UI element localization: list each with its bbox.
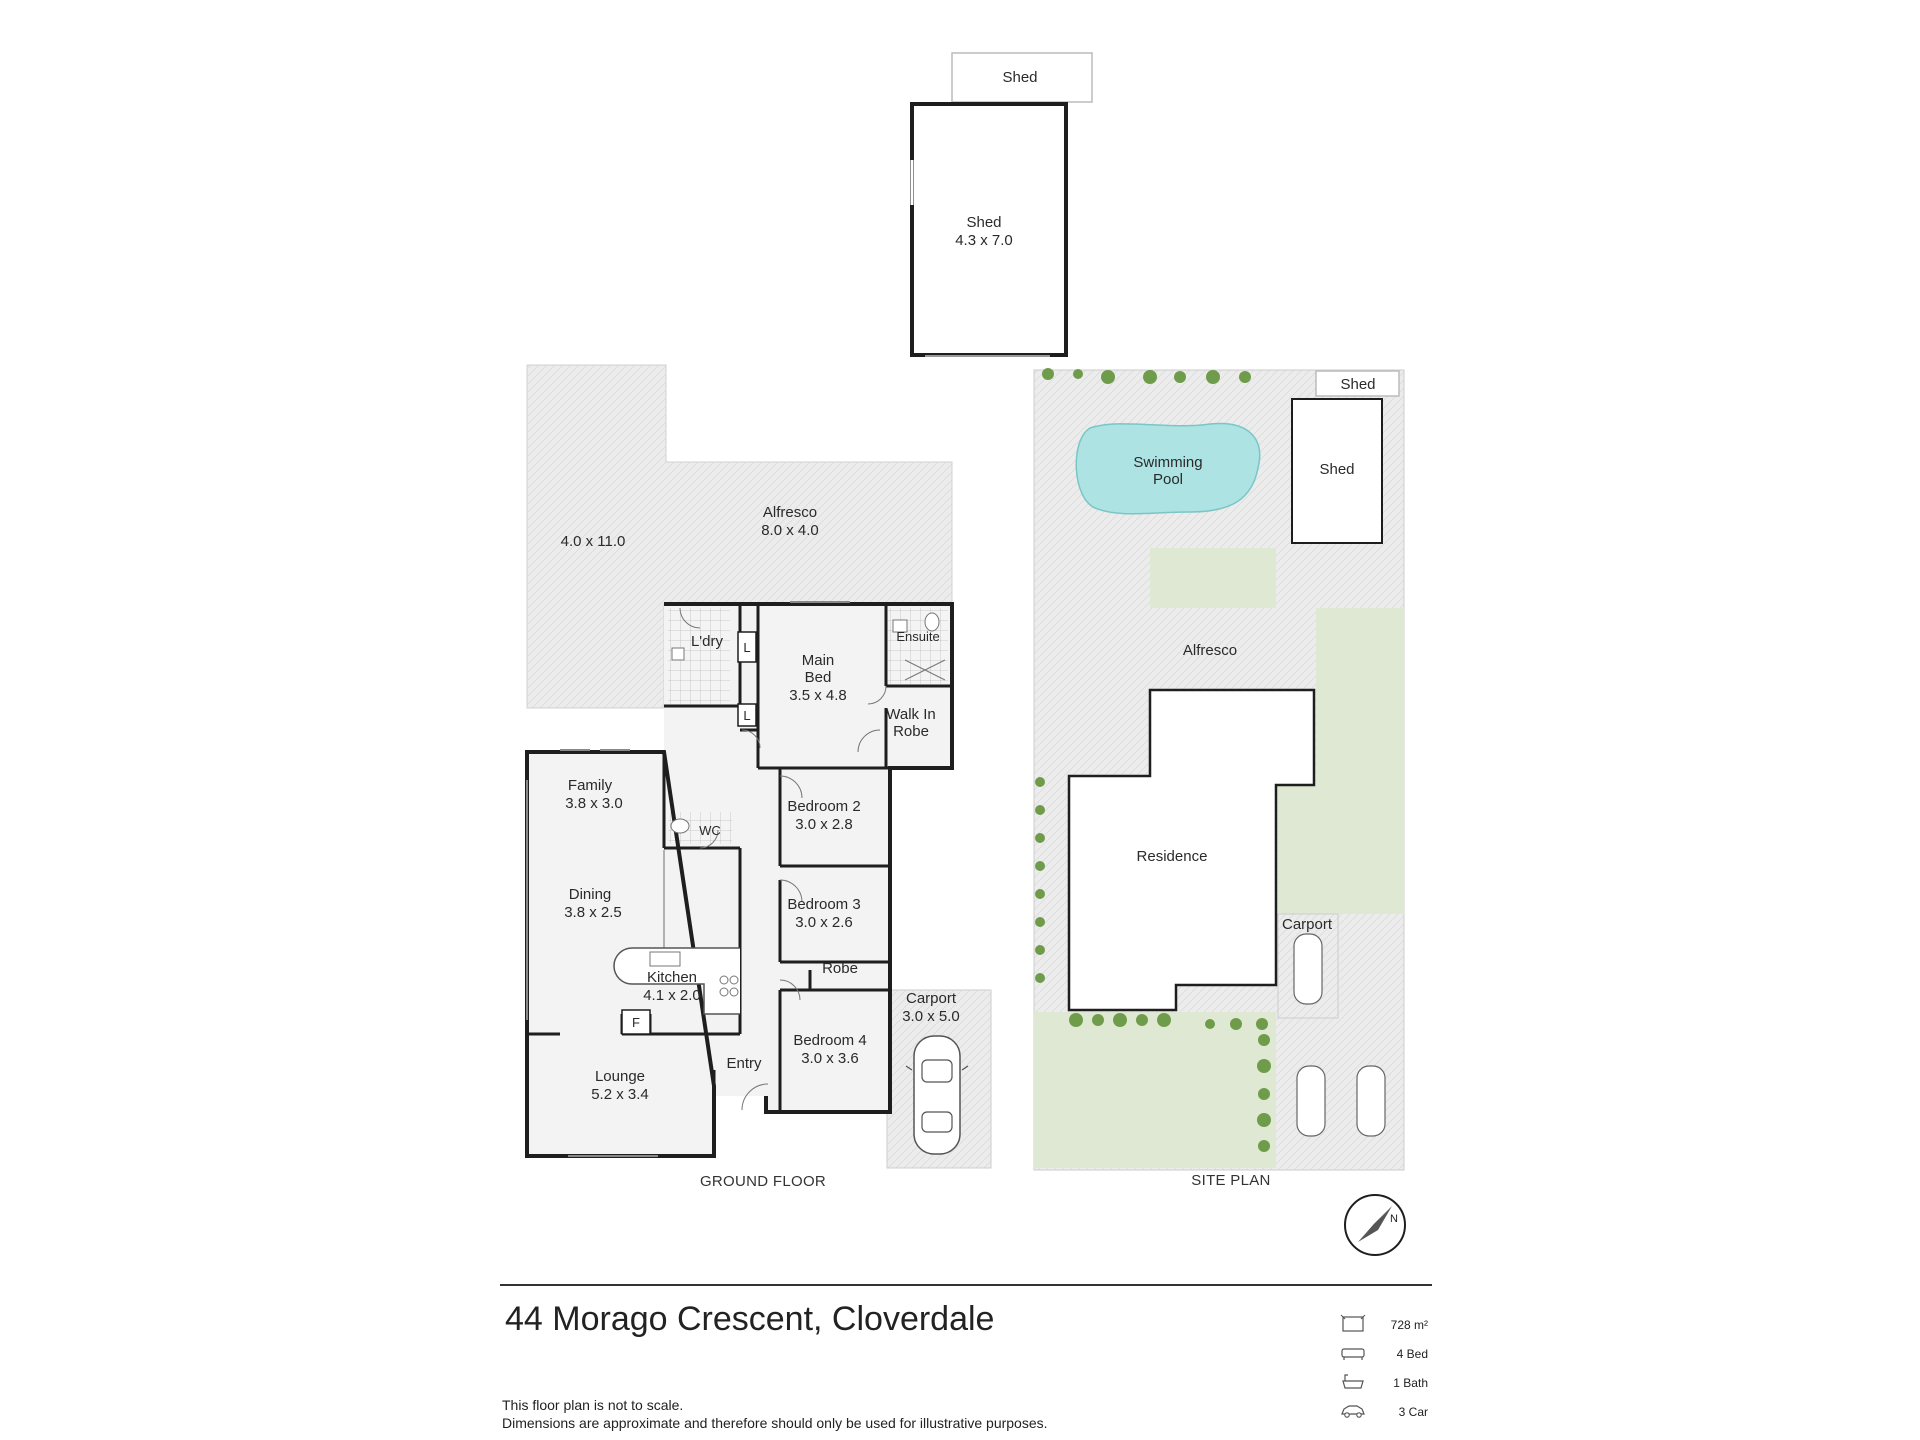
property-stats: 728 m² 4 Bed 1 Bath 3 Car xyxy=(1328,1310,1428,1426)
site-label: Swimming xyxy=(1133,454,1202,471)
room-size: 3.0 x 2.6 xyxy=(795,914,853,931)
room-size: 3.8 x 3.0 xyxy=(565,795,623,812)
stat-value: 728 m² xyxy=(1390,1317,1428,1332)
stat-bed: 4 Bed xyxy=(1328,1339,1428,1368)
room-label: Shed xyxy=(966,214,1001,231)
linen-marker: L xyxy=(743,640,750,655)
stat-car: 3 Car xyxy=(1328,1397,1428,1426)
room-size: 3.5 x 4.8 xyxy=(789,687,847,704)
room-label: Kitchen xyxy=(647,969,697,986)
site-label: Shed xyxy=(1319,461,1354,478)
room-label: Walk In xyxy=(886,706,935,723)
site-label: Carport xyxy=(1282,916,1333,933)
disclaimer-line: Dimensions are approximate and therefore… xyxy=(502,1415,1048,1431)
room-size: 3.0 x 3.6 xyxy=(801,1050,859,1067)
stat-value: 4 Bed xyxy=(1396,1346,1428,1361)
room-label: Robe xyxy=(822,960,858,977)
disclaimer-line: This floor plan is not to scale. xyxy=(502,1397,684,1413)
bath-icon xyxy=(1342,1374,1364,1389)
ground-floor-plan xyxy=(525,364,992,1169)
stat-value: 1 Bath xyxy=(1393,1375,1428,1390)
room-label: Dining xyxy=(569,886,612,903)
room-label: Main xyxy=(802,652,835,669)
land-area-icon xyxy=(1340,1314,1366,1332)
room-label: Carport xyxy=(906,990,957,1007)
site-label: Shed xyxy=(1340,376,1375,393)
room-label-line: Bed xyxy=(805,669,832,686)
car-icon xyxy=(905,1035,969,1155)
room-label: Alfresco xyxy=(763,504,817,521)
svg-text:N: N xyxy=(1390,1213,1398,1225)
room-size: 3.0 x 2.8 xyxy=(795,816,853,833)
room-size: 4.0 x 11.0 xyxy=(561,533,626,550)
room-label: Entry xyxy=(726,1055,762,1072)
room-label: Family xyxy=(568,777,613,794)
room-label: Ensuite xyxy=(896,629,939,644)
room-label: L'dry xyxy=(691,633,724,650)
disclaimer: This floor plan is not to scale. Dimensi… xyxy=(502,1396,1048,1432)
room-label: Bedroom 2 xyxy=(787,798,860,815)
room-label-line: Robe xyxy=(893,723,929,740)
room-size: 4.1 x 2.0 xyxy=(643,987,701,1004)
site-label: Alfresco xyxy=(1183,642,1237,659)
linen-marker: L xyxy=(743,708,750,723)
car-icon xyxy=(1293,933,1386,1137)
room-size: 4.3 x 7.0 xyxy=(955,232,1013,249)
north-arrow-icon: N xyxy=(1344,1194,1406,1256)
room-label: WC xyxy=(699,823,721,838)
shed-detached xyxy=(910,52,1093,357)
fridge-marker: F xyxy=(632,1015,640,1030)
room-size: 5.2 x 3.4 xyxy=(591,1086,649,1103)
site-label: Residence xyxy=(1137,848,1208,865)
room-label: Bedroom 4 xyxy=(793,1032,866,1049)
room-label: Shed xyxy=(1002,69,1037,86)
site-plan-caption: SITE PLAN xyxy=(1191,1172,1270,1189)
bed-icon xyxy=(1341,1348,1365,1360)
car-icon xyxy=(1341,1405,1365,1418)
property-address: 44 Morago Crescent, Cloverdale xyxy=(505,1300,995,1338)
room-label-line: Pool xyxy=(1153,471,1183,488)
room-size: 3.8 x 2.5 xyxy=(564,904,622,921)
ground-floor-caption: GROUND FLOOR xyxy=(700,1173,826,1190)
room-label: Bedroom 3 xyxy=(787,896,860,913)
room-label: Lounge xyxy=(595,1068,645,1085)
stat-land-area: 728 m² xyxy=(1328,1310,1428,1339)
site-plan xyxy=(1033,368,1405,1171)
stat-bath: 1 Bath xyxy=(1328,1368,1428,1397)
room-size: 8.0 x 4.0 xyxy=(761,522,819,539)
room-size: 3.0 x 5.0 xyxy=(902,1008,960,1025)
stat-value: 3 Car xyxy=(1398,1404,1428,1419)
